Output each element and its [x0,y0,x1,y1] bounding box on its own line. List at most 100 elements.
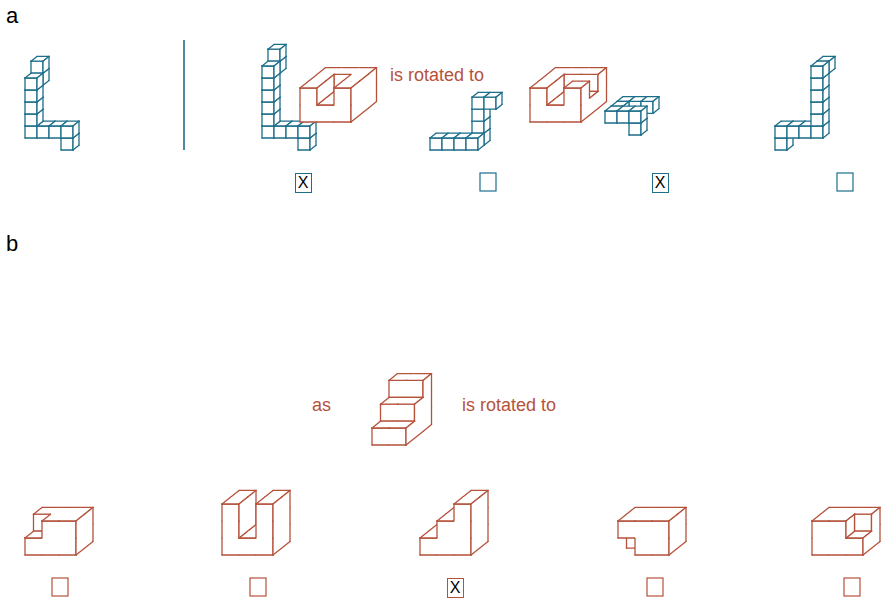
cube-edge [261,66,262,78]
cube-edge [37,125,49,126]
cube-edge [472,133,484,134]
cube-edge [350,88,351,105]
cube-edge [49,137,61,138]
cube-edge [300,81,309,88]
cube-edge [31,73,43,74]
cube-edge [310,133,316,138]
cube-edge [262,125,274,126]
cube-edge [821,507,830,514]
cube-edge [472,121,484,122]
cube-edge [274,73,280,78]
cube-edge [477,138,478,150]
cube-face [334,88,351,105]
cube-edge [289,524,290,541]
cube-edge [811,77,823,78]
cube-edge [678,541,687,548]
cube-edge [822,126,823,138]
cube-edge [811,65,823,66]
cube-edge [420,537,437,538]
cube-edge [431,391,432,408]
cube-edge [653,109,659,114]
cube-face [829,521,846,538]
cube-edge [580,105,581,122]
cube-edge [326,91,335,98]
cube-edge [811,521,812,538]
cube-edge [564,87,581,88]
cube-edge [442,137,454,138]
cube-edge [300,121,317,122]
cube-edge [617,122,629,123]
cube-edge [472,97,484,98]
cube-face [73,121,79,138]
cube-edge [268,49,280,50]
cube-edge [775,149,787,150]
cube-edge [590,67,607,68]
cube-edge [471,97,472,109]
cube-edge [489,116,490,128]
cube-edge [846,537,863,538]
empty-checkbox [647,578,663,596]
cube-edge [829,68,835,73]
cube-face [423,374,432,398]
cube-edge [61,125,73,126]
cube-edge [589,81,590,98]
cube-edge [36,102,37,114]
cube-edge [48,126,49,138]
cube-edge [823,121,829,126]
cube-face [605,111,617,123]
cube-face [42,521,59,538]
cube-face [368,68,377,92]
cube-edge [273,114,274,126]
cube-edge [75,521,76,538]
cube-edge [634,538,635,555]
cube-edge [272,504,273,521]
cube-edge [616,111,617,123]
cube-edge [350,88,351,105]
cube-edge [36,90,37,102]
cube-edge [268,44,274,49]
cube-edge [248,490,257,497]
cube-edge [274,137,286,138]
cube-edge [460,133,472,134]
cube-face [262,90,274,102]
cube-face [298,126,310,138]
cube-edge [623,96,635,97]
cube-face [678,507,687,531]
cube-face [530,105,547,122]
cube-edge [239,497,248,504]
cube-edge [262,89,274,90]
cube-face [262,102,274,114]
cube-edge [371,428,372,445]
cube-edge [573,81,590,82]
cube-edge [590,91,599,98]
cube-edge [42,520,59,521]
cube-edge [812,520,829,521]
cube-edge [629,101,641,102]
cube-face [406,421,415,445]
cube-edge [470,504,471,521]
cube-edge [564,74,581,75]
cube-edge [618,520,635,521]
cube-edge [822,102,823,114]
cube-edge [846,514,855,521]
cube-edge [24,126,25,138]
cube-edge [466,149,478,150]
cube-face [273,497,282,521]
cube-edge [262,125,274,126]
cube-edge [812,520,829,521]
cube-edge [36,78,37,90]
cube-edge [879,524,880,541]
cube-face [472,97,484,109]
cube-edge [810,102,811,114]
cube-edge [351,81,360,88]
cube-edge [381,421,398,422]
cube-edge [282,490,291,497]
cube-edge [274,125,286,126]
cube-face [300,88,317,105]
cube-face [437,538,454,555]
cube-edge [262,65,274,66]
cube-edge [823,56,835,57]
cube-face [472,109,484,121]
block-figure [420,490,488,555]
cube-edge [273,497,282,504]
